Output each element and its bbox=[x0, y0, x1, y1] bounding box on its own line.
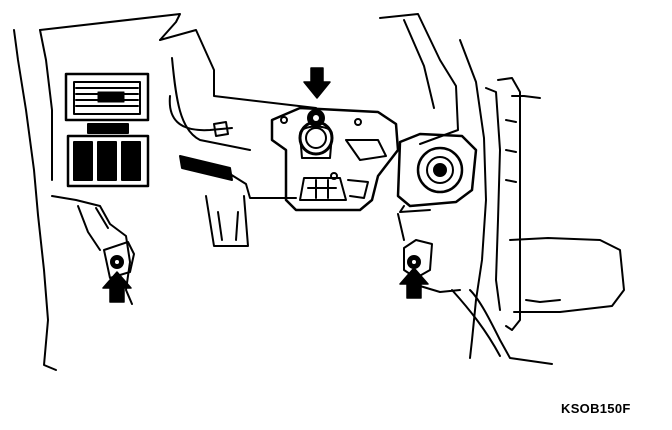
dashboard-right-lower bbox=[470, 290, 552, 364]
center-mounting-plate bbox=[272, 108, 398, 210]
lower-right-panel bbox=[398, 214, 500, 356]
dashboard-top-edge bbox=[40, 14, 180, 40]
glovebox-outline bbox=[510, 238, 624, 312]
glovebox-frame bbox=[498, 78, 560, 330]
right-speaker-pod bbox=[398, 134, 476, 212]
dashboard-left-contour bbox=[14, 30, 56, 370]
lower-left-panel-inner bbox=[78, 206, 108, 250]
housing-inner-curve bbox=[172, 20, 434, 150]
upper-wire-harness bbox=[170, 96, 232, 130]
left-mounting-bolt bbox=[104, 242, 134, 278]
hood-release-lever bbox=[180, 122, 296, 198]
left-air-vent bbox=[66, 74, 148, 120]
right-panel-inner bbox=[486, 88, 500, 310]
steering-column-housing bbox=[160, 14, 458, 144]
arrow-down-icon bbox=[304, 68, 330, 98]
arrow-up-icon bbox=[103, 272, 131, 302]
bracket-left-legs bbox=[206, 196, 248, 246]
dashboard-right-edge bbox=[460, 40, 486, 358]
switch-panel bbox=[68, 124, 148, 186]
dashboard-inner-left-edge bbox=[40, 30, 52, 180]
arrow-up-icon bbox=[400, 268, 428, 298]
figure-reference-code: KSOB150F bbox=[561, 401, 631, 416]
